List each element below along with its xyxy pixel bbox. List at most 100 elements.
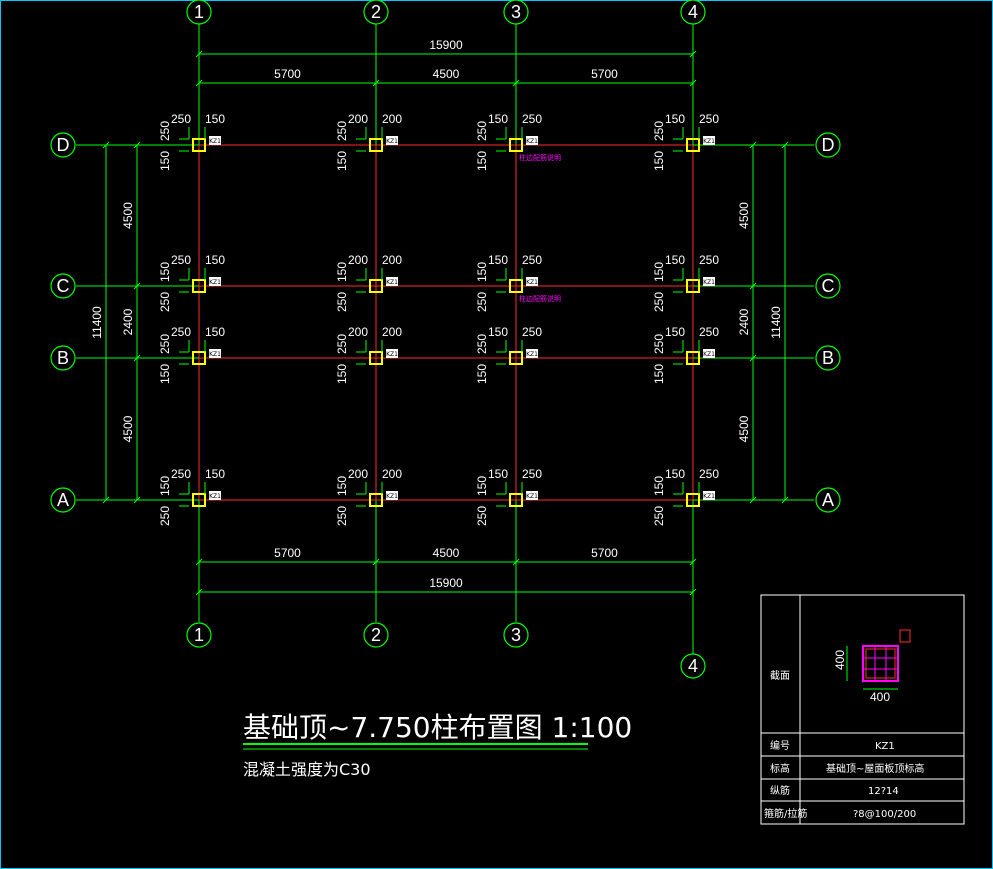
- dim-top-bays-text-0: 5700: [274, 67, 301, 81]
- table-row-label-0: 编号: [770, 739, 790, 752]
- dim-tick: [689, 79, 697, 87]
- column-label-bg: [703, 349, 715, 358]
- column-offset-top: 250: [475, 334, 489, 354]
- dim-tick: [133, 141, 141, 149]
- column-label: KZ1: [209, 493, 221, 500]
- dim-tick: [133, 282, 141, 290]
- table-row-label-3: 箍筋/拉筋: [764, 807, 807, 820]
- axis-bubble-bottom-2: 2: [363, 622, 389, 648]
- axis-bubble-top-4-circle: [680, 0, 706, 25]
- column-label-bg: [703, 136, 715, 145]
- axis-bubble-bottom-1: 1: [186, 622, 212, 648]
- column-label-bg: [209, 491, 221, 500]
- column-offset-left: 150: [488, 253, 508, 267]
- dim-tick: [749, 496, 757, 504]
- section-height-dim: 400: [833, 650, 847, 670]
- column-label: KZ1: [386, 138, 398, 145]
- table-row-label-1: 标高: [770, 762, 790, 775]
- column-offset-right: 250: [522, 467, 542, 481]
- column-offset-right: 250: [699, 325, 719, 339]
- column-label-bg: [526, 277, 538, 286]
- dim-tick: [195, 558, 203, 566]
- column-offset-right: 150: [205, 253, 225, 267]
- axis-bubble-bottom-1-circle: [186, 622, 212, 648]
- axis-bubble-top-3: 3: [503, 0, 529, 25]
- axis-bubble-left-D: D: [50, 132, 76, 158]
- dim-right-rows-text-1: 2400: [737, 308, 751, 335]
- column-offset-bottom: 250: [158, 506, 172, 526]
- column-offset-bottom: 150: [158, 151, 172, 171]
- bar-icon: [899, 629, 911, 643]
- column-offset-bottom: 150: [335, 364, 349, 384]
- column-offset-right: 200: [382, 253, 402, 267]
- column-offset-bottom: 150: [475, 151, 489, 171]
- column-offset-top: 250: [475, 121, 489, 141]
- dim-bottom-bays-text-1: 4500: [433, 546, 460, 560]
- column-label: KZ1: [386, 493, 398, 500]
- column-offset-right: 150: [205, 112, 225, 126]
- axis-bubble-top-1-label: 1: [194, 2, 204, 22]
- dim-left-rows-text-0: 4500: [121, 202, 135, 229]
- column-offset-top: 150: [335, 262, 349, 282]
- column-offset-right: 250: [522, 112, 542, 126]
- column-offset-bottom: 150: [652, 151, 666, 171]
- column-box: [192, 138, 206, 152]
- column-label: KZ1: [209, 279, 221, 286]
- axis-bubble-top-3-label: 3: [511, 2, 521, 22]
- axis-bubble-left-B-circle: [50, 345, 76, 371]
- drawing-title: 基础顶~7.750柱布置图 1:100: [243, 711, 632, 744]
- column-label-bg: [386, 349, 398, 358]
- column-box: [686, 279, 700, 293]
- column-offset-top: 150: [158, 476, 172, 496]
- dim-top-bays-text-1: 4500: [433, 67, 460, 81]
- column-offset-bottom: 250: [475, 292, 489, 312]
- column-offset-right: 150: [205, 467, 225, 481]
- column-offset-right: 250: [699, 253, 719, 267]
- column-offset-right: 250: [522, 325, 542, 339]
- column-offset-left: 200: [348, 325, 368, 339]
- axis-bubble-right-A-circle: [815, 487, 841, 513]
- dim-bottom-bays-text-2: 5700: [591, 546, 618, 560]
- dim-tick: [102, 496, 110, 504]
- section-outline: [862, 645, 899, 682]
- column-offset-bottom: 250: [652, 292, 666, 312]
- column-offset-right: 250: [699, 112, 719, 126]
- axis-bubble-top-2-label: 2: [371, 2, 381, 22]
- column-offset-left: 250: [171, 325, 191, 339]
- column-offset-top: 250: [652, 121, 666, 141]
- axis-bubble-top-2-circle: [363, 0, 389, 25]
- column-label-bg: [526, 349, 538, 358]
- axis-bubble-top-3-circle: [503, 0, 529, 25]
- column-box: [369, 493, 383, 507]
- table-row-value-3: ?8@100/200: [853, 809, 916, 820]
- column-label-bg: [703, 491, 715, 500]
- column-offset-top: 250: [335, 121, 349, 141]
- axis-bubble-top-4: 4: [680, 0, 706, 25]
- column-offset-left: 200: [348, 467, 368, 481]
- dim-tick: [689, 558, 697, 566]
- dim-left-rows-text-1: 2400: [121, 308, 135, 335]
- column-label: KZ1: [526, 493, 538, 500]
- dim-tick: [749, 141, 757, 149]
- section-table: 截面 400 400 编号 KZ1 标高 基础顶~屋面板顶标高 纵筋 12?14…: [760, 594, 965, 825]
- dim-tick: [749, 282, 757, 290]
- column-box: [509, 351, 523, 365]
- column-label: KZ1: [703, 351, 715, 358]
- column-label: KZ1: [526, 351, 538, 358]
- axis-bubble-right-D-circle: [815, 132, 841, 158]
- column-offset-right: 200: [382, 467, 402, 481]
- column-box: [369, 138, 383, 152]
- column-offset-bottom: 250: [158, 292, 172, 312]
- axis-bubble-left-B-label: B: [57, 348, 69, 368]
- dim-tick: [689, 50, 697, 58]
- column-offset-left: 200: [348, 112, 368, 126]
- axis-bubble-top-1: 1: [186, 0, 212, 25]
- column-offset-bottom: 150: [158, 364, 172, 384]
